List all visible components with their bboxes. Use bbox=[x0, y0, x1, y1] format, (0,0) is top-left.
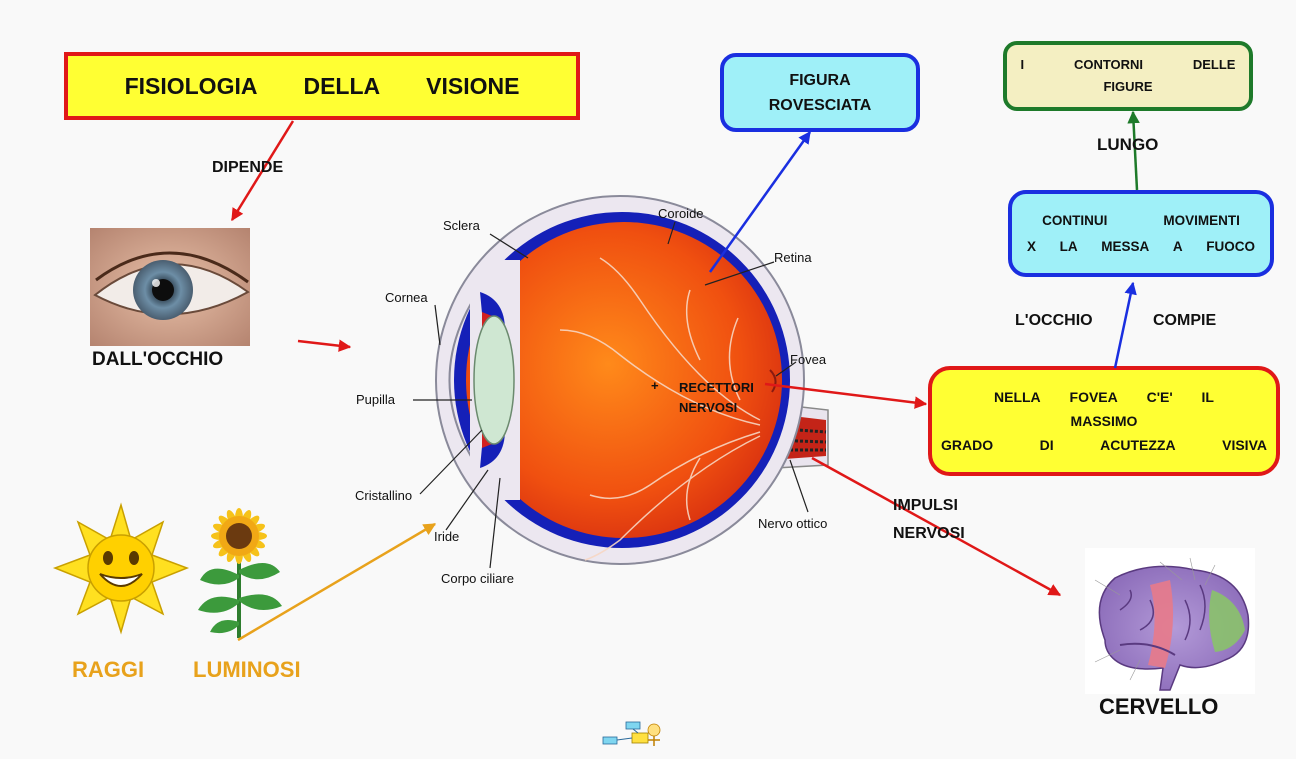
arrow-to-fovea-box bbox=[764, 382, 928, 409]
movimenti-word-4: LA bbox=[1059, 238, 1078, 254]
movimenti-word-5: MESSA bbox=[1101, 238, 1150, 254]
contorni-word-1: I bbox=[1020, 57, 1025, 72]
movimenti-word-2: MOVIMENTI bbox=[1163, 212, 1240, 228]
fovea-word-3: C'E' bbox=[1146, 389, 1173, 405]
arrow-title-to-eye bbox=[230, 120, 295, 222]
figura-line-2: ROVESCIATA bbox=[768, 96, 872, 114]
connector-compie: COMPIE bbox=[1153, 312, 1217, 329]
sun-icon bbox=[52, 502, 190, 635]
fovea-line-2: MASSIMO bbox=[1070, 413, 1138, 429]
luminosi-label: LUMINOSI bbox=[193, 657, 301, 682]
title-word-3: VISIONE bbox=[426, 72, 520, 99]
recettori-marker: + bbox=[651, 378, 659, 393]
arrow-to-figura bbox=[708, 130, 812, 273]
movimenti-word-7: FUOCO bbox=[1206, 238, 1255, 254]
arrow-to-brain bbox=[811, 456, 1062, 597]
fovea-word-2: FOVEA bbox=[1069, 389, 1118, 405]
fovea-word-6: DI bbox=[1039, 437, 1054, 453]
title-word-1: FISIOLOGIA bbox=[124, 72, 258, 99]
fovea-word-8: VISIVA bbox=[1222, 437, 1267, 453]
connector-nervosi: NERVOSI bbox=[893, 525, 965, 542]
arrow-eye-to-anatomy bbox=[297, 339, 352, 352]
dall-occhio-label: DALL'OCCHIO bbox=[92, 349, 224, 370]
eye-photo bbox=[90, 228, 250, 346]
arrow-to-movimenti bbox=[1113, 281, 1137, 369]
figura-line-1: FIGURA bbox=[789, 71, 851, 89]
title-box bbox=[64, 52, 580, 120]
connector-dipende: DIPENDE bbox=[212, 159, 284, 176]
brain-illustration bbox=[1085, 548, 1255, 694]
eye-label-coroide: Coroide bbox=[658, 206, 704, 221]
eye-label-sclera: Sclera bbox=[443, 218, 480, 233]
fovea-word-4: IL bbox=[1201, 389, 1214, 405]
connector-impulsi: IMPULSI bbox=[893, 497, 958, 514]
eye-label-cristallino: Cristallino bbox=[355, 488, 413, 503]
eye-label-corpo-ciliare: Corpo ciliare bbox=[441, 571, 514, 586]
contorni-word-2: CONTORNI bbox=[1073, 57, 1144, 72]
fovea-box bbox=[928, 366, 1280, 476]
sunflower-icon bbox=[198, 508, 282, 638]
fovea-word-1: NELLA bbox=[994, 389, 1041, 405]
recettori-label: RECETTORI NERVOSI bbox=[679, 378, 754, 418]
cervello-label: CERVELLO bbox=[1099, 694, 1219, 719]
contorni-box bbox=[1003, 41, 1253, 111]
recettori-line-1: RECETTORI bbox=[679, 380, 754, 395]
eye-anatomy-illustration bbox=[435, 195, 829, 565]
raggi-label: RAGGI bbox=[72, 657, 145, 682]
fovea-node: NELLA FOVEA C'E' IL MASSIMO GRADO DI ACU… bbox=[930, 368, 1278, 474]
eye-label-retina: Retina bbox=[774, 250, 812, 265]
arrow-rays-to-eye bbox=[237, 522, 437, 642]
eye-label-iride: Iride bbox=[434, 529, 460, 544]
figura-rovesciata-node: FIGURA ROVESCIATA bbox=[722, 55, 918, 130]
mindmap-logo-icon bbox=[602, 721, 661, 746]
fovea-word-7: ACUTEZZA bbox=[1100, 437, 1176, 453]
connector-occhio: L'OCCHIO bbox=[1015, 312, 1093, 329]
eye-label-cornea: Cornea bbox=[385, 290, 428, 305]
contorni-word-3: DELLE bbox=[1192, 57, 1236, 72]
movimenti-node: CONTINUI MOVIMENTI X LA MESSA A FUOCO bbox=[1010, 192, 1272, 275]
contorni-node: I CONTORNI DELLE FIGURE bbox=[1005, 43, 1251, 109]
title-word-2: DELLA bbox=[303, 72, 381, 99]
movimenti-word-1: CONTINUI bbox=[1042, 212, 1108, 228]
movimenti-box bbox=[1008, 190, 1274, 277]
eye-label-nervo-ottico: Nervo ottico bbox=[758, 516, 828, 531]
movimenti-word-3: X bbox=[1027, 238, 1037, 254]
eye-leader-lines bbox=[413, 221, 809, 569]
contorni-line-2: FIGURE bbox=[1103, 79, 1153, 94]
figura-rovesciata-box bbox=[720, 53, 920, 132]
eye-label-fovea: Fovea bbox=[790, 352, 827, 367]
connector-lungo: LUNGO bbox=[1097, 135, 1159, 154]
fovea-word-5: GRADO bbox=[941, 437, 994, 453]
page-title: FISIOLOGIA DELLA VISIONE bbox=[66, 54, 578, 118]
eye-label-pupilla: Pupilla bbox=[356, 392, 396, 407]
recettori-line-2: NERVOSI bbox=[679, 400, 738, 415]
arrow-to-contorni bbox=[1127, 110, 1140, 191]
movimenti-word-6: A bbox=[1172, 238, 1183, 254]
